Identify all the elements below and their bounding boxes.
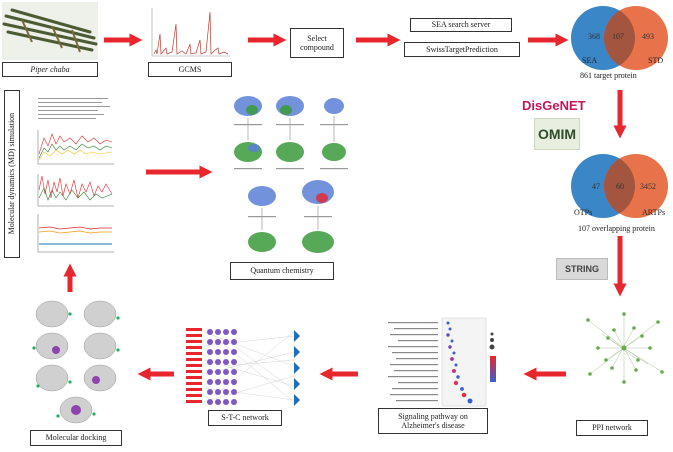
- swiss-label: SwissTargetPrediction: [426, 44, 498, 54]
- disgenet-logo: DisGeNET: [522, 98, 586, 113]
- venn-diagram-2: [571, 154, 668, 218]
- stc-label-box: S-T-C network: [208, 410, 282, 426]
- pathway-label: Signaling pathway on Alzheimer's disease: [398, 411, 468, 430]
- stc-network-graph: [186, 328, 300, 406]
- venn1-mid-count: 107: [612, 32, 624, 41]
- quantum-chemistry-images: [234, 96, 348, 253]
- gcms-spectrum: [151, 8, 230, 57]
- gcms-plot: [148, 4, 232, 60]
- swiss-box: SwissTargetPrediction: [404, 42, 520, 57]
- plant-label-box: Piper chaba: [2, 62, 98, 77]
- docking-label-box: Molecular docking: [30, 430, 122, 446]
- ppi-label-box: PPI network: [576, 420, 648, 436]
- sea-label: SEA search server: [431, 20, 491, 30]
- venn2-left-name: OTPs: [574, 208, 593, 217]
- docking-label: Molecular docking: [45, 433, 107, 443]
- venn1-overlap: [604, 6, 635, 70]
- venn1-left-count: 368: [588, 32, 600, 41]
- venn1-caption: 861 target protein: [580, 71, 637, 80]
- pathway-dot-plot: [388, 317, 496, 407]
- venn1-left-name: SEA: [582, 56, 598, 65]
- docking-images: [32, 300, 120, 424]
- venn2-overlap: [604, 154, 635, 218]
- qc-label-box: Quantum chemistry: [230, 262, 334, 280]
- venn2-right-count: 3452: [640, 182, 656, 191]
- gcms-label: GCMS: [178, 64, 202, 74]
- md-label-box: Molecular dynamics (MD) simulation: [4, 90, 20, 258]
- venn2-mid-count: 60: [616, 182, 624, 191]
- gcms-label-box: GCMS: [148, 62, 232, 77]
- string-logo: STRING: [556, 258, 608, 280]
- venn1-right-name: STD: [648, 56, 664, 65]
- venn-diagram-1: [571, 6, 668, 70]
- ppi-network-graph: [586, 312, 664, 384]
- omim-logo: OMIM: [534, 118, 580, 150]
- venn2-caption: 107 overlapping protein: [578, 224, 655, 233]
- select-compound-label: Select compound: [300, 33, 334, 52]
- sea-box: SEA search server: [410, 18, 512, 32]
- ppi-label: PPI network: [592, 423, 632, 433]
- venn1-right-count: 493: [642, 32, 654, 41]
- pathway-label-box: Signaling pathway on Alzheimer's disease: [378, 408, 488, 434]
- plant-label: Piper chaba: [30, 64, 70, 74]
- md-plots: [37, 98, 114, 253]
- stc-label: S-T-C network: [221, 413, 269, 423]
- select-compound-box: Select compound: [290, 28, 344, 58]
- venn2-right-name: ARTPs: [642, 208, 666, 217]
- qc-label: Quantum chemistry: [250, 266, 314, 276]
- plant-drawing: [2, 8, 98, 53]
- plant-image: [2, 2, 98, 60]
- venn2-left-count: 47: [592, 182, 600, 191]
- md-label: Molecular dynamics (MD) simulation: [7, 113, 17, 235]
